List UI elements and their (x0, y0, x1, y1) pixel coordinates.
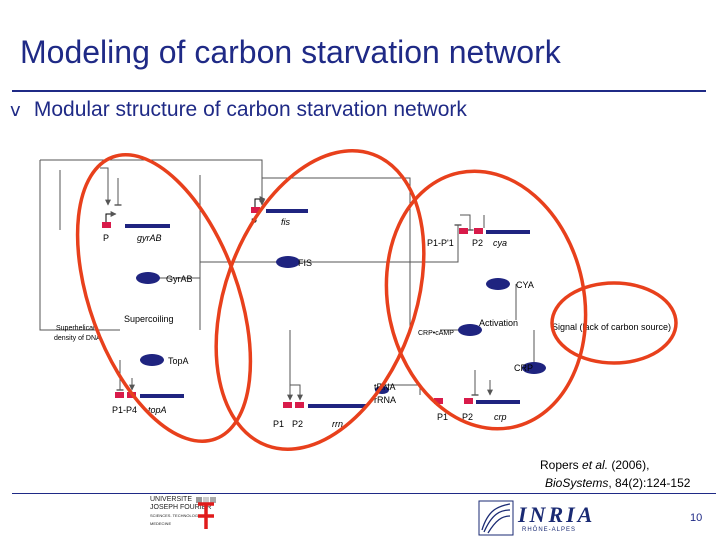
module-circle-cya-crp (384, 169, 588, 431)
node-activation (458, 324, 482, 336)
protein-topa (140, 354, 164, 366)
gene-bar (476, 400, 520, 404)
protein-gyrab (136, 272, 160, 284)
inria-word: INRIA (518, 502, 596, 527)
ref-etal: et al. (582, 458, 609, 472)
crp-camp-label: CRP•cAMP (418, 330, 454, 337)
gene-label: crp (494, 412, 507, 422)
promoter-mark (474, 228, 483, 234)
superhelical-label-1: Superhelical (56, 325, 95, 332)
ujf-logo-text: UNIVERSITE JOSEPH FOURIER SCIENCES. TECH… (150, 496, 218, 528)
rrna-label: rRNA (374, 395, 396, 405)
gene-gyrab: P gyrAB (102, 211, 170, 243)
gene-bar (266, 209, 308, 213)
footer-divider (12, 493, 716, 494)
module-circle-signal (550, 281, 678, 365)
promoter-mark (459, 228, 468, 234)
page-number: 10 (690, 512, 703, 524)
inria-sub: RHÔNE-ALPES (522, 527, 577, 533)
promoter-label: P1-P4 (112, 405, 137, 415)
promoter-mark (115, 392, 124, 398)
ref-journal: BioSystems (545, 476, 609, 490)
ref-year: (2006), (608, 458, 650, 472)
promoter-mark (295, 402, 304, 408)
promoter-arrow (254, 196, 266, 207)
gene-cya: P1-P'1 P2 cya (427, 228, 530, 248)
protein-crp-label: CRP (514, 363, 533, 373)
promoter-mark (464, 398, 473, 404)
promoter-label: P1-P'1 (427, 238, 454, 248)
wire-rrn-p2 (290, 384, 303, 401)
protein-fis-label: FIS (298, 258, 312, 268)
gene-bar (140, 394, 184, 398)
ujf-emblem-icon (196, 497, 216, 529)
supercoiling-label: Supercoiling (124, 314, 174, 324)
gene-bar (486, 230, 530, 234)
wire-fis-to-cya (288, 224, 462, 263)
promoter-label: P1 (273, 419, 284, 429)
module-circle-fis-rrn (214, 149, 426, 451)
gene-label: gyrAB (137, 233, 162, 243)
wire-right-top (262, 177, 411, 330)
wire-top-to-fis (40, 159, 265, 206)
protein-cya (486, 278, 510, 290)
ujf-line-2: JOSEPH FOURIER (150, 504, 212, 511)
promoter-label: P (103, 233, 109, 243)
gene-label: topA (148, 405, 167, 415)
gene-bar (125, 224, 170, 228)
promoter-mark (283, 402, 292, 408)
gene-label: fis (281, 217, 291, 227)
subtitle-row: v Modular structure of carbon starvation… (10, 98, 467, 122)
promoter-label: P1 (437, 412, 448, 422)
promoter-label: P2 (292, 419, 303, 429)
protein-topa-label: TopA (168, 356, 189, 366)
trna-label: tRNA (374, 382, 396, 392)
superhelical-label-2: density of DNA (54, 335, 101, 342)
title-divider (12, 90, 706, 92)
inria-logo: INRIA RHÔNE-ALPES (478, 500, 618, 536)
ujf-line-1: UNIVERSITE (150, 496, 193, 503)
ujf-line-3: SCIENCES. TECHNOLOGIE. MEDECINE (150, 513, 203, 526)
ujf-logo: UNIVERSITE JOSEPH FOURIER SCIENCES. TECH… (150, 496, 218, 530)
promoter-arrow (105, 211, 117, 222)
subtitle-text: Modular structure of carbon starvation n… (33, 98, 467, 121)
promoter-mark (251, 207, 260, 213)
activation-label: Activation (479, 318, 518, 328)
regulation-wires (39, 159, 535, 401)
ref-authors: Ropers (540, 458, 583, 472)
gene-rrn: P1 P2 rrn (273, 402, 366, 429)
gene-bar (308, 404, 366, 408)
protein-gyrab-label: GyrAB (166, 274, 193, 284)
ref-volume: , 84(2):124-152 (608, 476, 691, 490)
protein-cya-label: CYA (516, 280, 534, 290)
promoter-label: P2 (462, 412, 473, 422)
wire-to-gyr (100, 167, 111, 206)
reference-citation: Ropers et al. (2006), BioSystems, 84(2):… (540, 456, 690, 492)
wire-superhelical-left (39, 160, 120, 331)
promoter-label: P2 (472, 238, 483, 248)
protein-fis (276, 256, 300, 268)
gene-crp: P1 P2 crp (434, 398, 520, 422)
wire-cya-repress (460, 214, 474, 231)
gene-label: cya (493, 238, 507, 248)
promoter-mark (102, 222, 111, 228)
gene-label: rrn (332, 419, 343, 429)
inria-emblem-icon (478, 500, 514, 536)
bullet-icon: v (10, 100, 21, 121)
promoter-mark (434, 398, 443, 404)
slide-title: Modeling of carbon starvation network (20, 34, 561, 70)
signal-label: Signal (lack of carbon source) (552, 322, 671, 332)
protein-nodes (136, 256, 546, 394)
module-circle-gyrab-topa (75, 153, 253, 443)
module-circles (75, 149, 678, 451)
protein-crp (522, 362, 546, 374)
